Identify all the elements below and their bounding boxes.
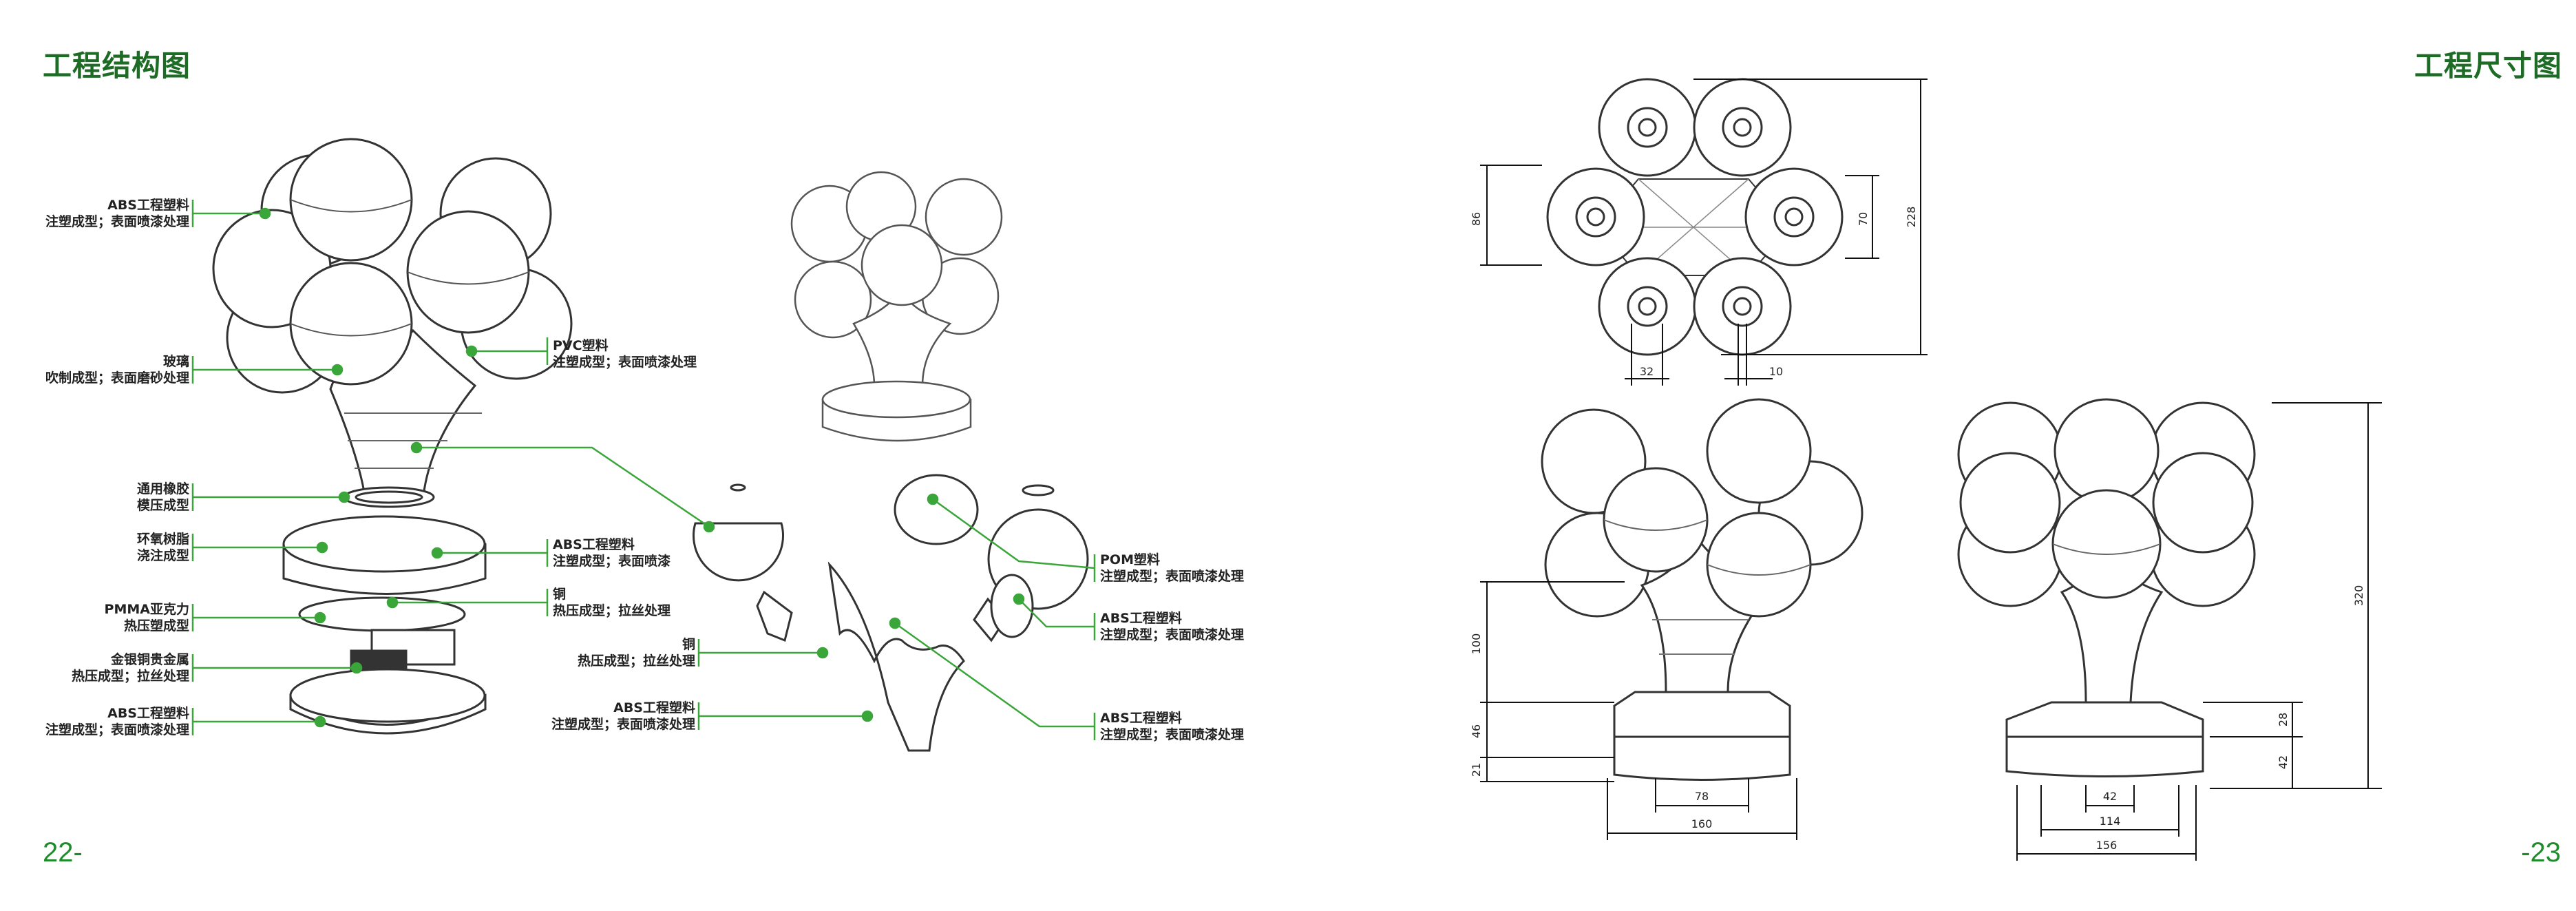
page-number-right: -23 — [2521, 837, 2561, 868]
page-title-structure: 工程结构图 — [43, 49, 191, 83]
dim-top-total: 228 — [1905, 207, 1918, 228]
dim-top-w2: 10 — [1769, 365, 1783, 378]
dim-top-inner: 70 — [1857, 212, 1870, 226]
dimension-labels: 86 70 228 32 10 100 46 21 78 160 320 28 … — [1470, 207, 2365, 852]
callout-material: ABS工程塑料 — [107, 198, 189, 213]
callout-glass: 玻璃 吹制成型；表面磨砂处理 — [45, 353, 189, 386]
callout-abs-base: ABS工程塑料 注塑成型；表面喷漆 — [553, 536, 671, 569]
dimension-lines — [1480, 78, 2382, 861]
callout-abs-socket: ABS工程塑料 注塑成型；表面喷漆处理 — [1100, 610, 1244, 643]
callout-precious-metal: 金银铜贵金属 热压成型；拉丝处理 — [72, 651, 189, 684]
callout-material: PVC塑料 — [553, 338, 609, 353]
callout-material: 环氧树脂 — [136, 532, 189, 547]
callout-copper-1: 铜 热压成型；拉丝处理 — [553, 586, 671, 619]
side-view-drawing — [1957, 398, 2256, 777]
callout-lines — [191, 200, 1096, 740]
dim-side-total: 320 — [2352, 585, 2365, 607]
callout-abs-globe: ABS工程塑料 注塑成型；表面喷漆处理 — [45, 197, 189, 230]
callout-process: 热压塑成型 — [123, 618, 189, 633]
callout-process: 注塑成型；表面喷漆 — [553, 554, 671, 569]
callout-process: 浇注成型 — [136, 548, 189, 563]
dim-side-w-total: 156 — [2096, 839, 2118, 852]
callout-material: 铜 — [553, 587, 567, 602]
callout-process: 热压成型；拉丝处理 — [577, 653, 695, 669]
callout-copper-2: 铜 热压成型；拉丝处理 — [578, 636, 695, 669]
callout-material: ABS工程塑料 — [613, 700, 695, 715]
callout-abs-joint: ABS工程塑料 注塑成型；表面喷漆处理 — [1100, 710, 1244, 743]
callout-pvc: PVC塑料 注塑成型；表面喷漆处理 — [553, 337, 697, 370]
top-view-drawing — [1546, 78, 1844, 356]
callout-material: 玻璃 — [162, 354, 189, 369]
callout-material: PMMA亚克力 — [104, 602, 189, 617]
callout-rubber: 通用橡胶 模压成型 — [137, 481, 189, 514]
callout-material: ABS工程塑料 — [107, 706, 189, 721]
assembled-lamp-drawing — [790, 171, 1003, 442]
callout-process: 注塑成型；表面喷漆处理 — [45, 722, 189, 737]
callout-process: 注塑成型；表面喷漆处理 — [551, 717, 695, 732]
callout-material: ABS工程塑料 — [553, 537, 635, 552]
callout-process: 热压成型；拉丝处理 — [553, 603, 671, 618]
callout-pom: POM塑料 注塑成型；表面喷漆处理 — [1100, 552, 1244, 585]
callout-pmma: PMMA亚克力 热压塑成型 — [105, 601, 189, 634]
callout-material: 铜 — [682, 637, 695, 652]
dim-front-w-inner: 78 — [1695, 790, 1709, 803]
dim-side-base-upper: 28 — [2277, 713, 2290, 726]
dim-side-w-mid: 114 — [2100, 815, 2121, 828]
callout-process: 注塑成型；表面喷漆处理 — [1100, 627, 1245, 642]
dim-side-base-lower: 42 — [2277, 755, 2290, 769]
dim-front-base-upper: 46 — [1470, 724, 1483, 738]
page-title-dimensions: 工程尺寸图 — [2414, 49, 2562, 83]
callout-material: 金银铜贵金属 — [110, 652, 189, 667]
dim-front-base-lower: 21 — [1470, 763, 1483, 777]
callout-material: 通用橡胶 — [136, 481, 189, 496]
exploded-stem-parts — [693, 474, 1089, 752]
dim-front-stem: 100 — [1470, 633, 1483, 655]
callout-process: 模压成型 — [136, 498, 189, 513]
callout-process: 吹制成型；表面磨砂处理 — [45, 370, 189, 386]
page-number-left: 22- — [43, 837, 83, 868]
callout-epoxy: 环氧树脂 浇注成型 — [137, 531, 189, 564]
dim-front-w-total: 160 — [1691, 817, 1713, 830]
callout-process: 注塑成型；表面喷漆处理 — [1100, 569, 1245, 584]
callout-process: 注塑成型；表面喷漆处理 — [45, 214, 189, 229]
callout-process: 热压成型；拉丝处理 — [71, 669, 189, 684]
callout-material: ABS工程塑料 — [1100, 611, 1182, 626]
callout-abs-tray: ABS工程塑料 注塑成型；表面喷漆处理 — [45, 705, 189, 738]
callout-process: 注塑成型；表面喷漆处理 — [1100, 727, 1245, 742]
callout-process: 注塑成型；表面喷漆处理 — [553, 355, 697, 370]
exploded-lamp-drawing — [212, 138, 573, 735]
callout-material: ABS工程塑料 — [1100, 711, 1182, 726]
callout-material: POM塑料 — [1100, 552, 1160, 567]
dim-top-w1: 32 — [1640, 365, 1654, 378]
dim-top-height-left: 86 — [1470, 212, 1483, 226]
front-view-drawing — [1541, 398, 1864, 781]
dim-side-w-inner: 42 — [2103, 790, 2117, 803]
callout-abs-stem: ABS工程塑料 注塑成型；表面喷漆处理 — [551, 700, 695, 733]
